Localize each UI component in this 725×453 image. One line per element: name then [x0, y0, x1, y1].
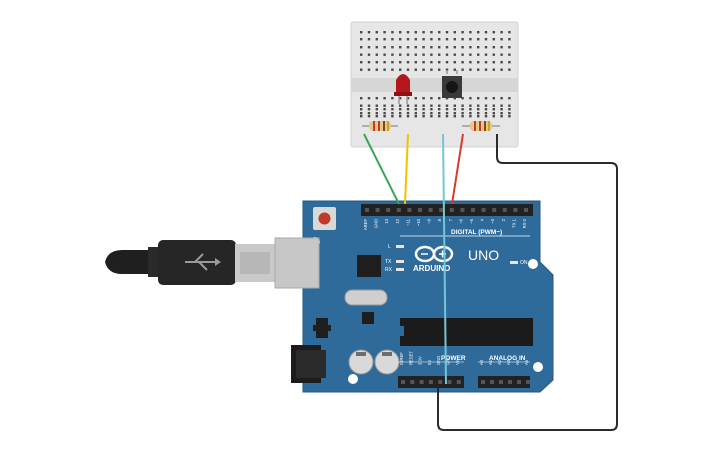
header-pin[interactable] [502, 208, 507, 212]
red-led [394, 74, 412, 104]
pin-label: 7 [448, 218, 453, 221]
pin-label: GND [374, 219, 379, 228]
header-pin[interactable] [460, 208, 465, 212]
header-pin[interactable] [407, 208, 412, 212]
resistor [462, 121, 500, 131]
header-pin[interactable] [513, 208, 518, 212]
header-pin[interactable] [375, 208, 380, 212]
pin-label: 4 [480, 218, 485, 221]
header-pin[interactable] [526, 380, 530, 384]
analog-pin-header [478, 376, 530, 388]
arduino-logo-text: ARDUINO [413, 264, 450, 273]
resistor [362, 121, 398, 131]
usb-jack [274, 237, 320, 289]
pin-label: ~6 [458, 218, 463, 223]
led-rx-indicator [396, 268, 404, 271]
header-pin[interactable] [396, 208, 401, 212]
pin-label: 8 [437, 218, 442, 221]
header-pin[interactable] [439, 208, 444, 212]
header-pin[interactable] [410, 380, 415, 384]
wire-red [451, 133, 464, 205]
digital-pin-labels: AREF GND 13 12 ~11 ~10 ~9 8 7 ~6 ~5 4 ~3 2 TX 1 RX 0 [363, 218, 527, 230]
pin-label: ~9 [427, 218, 432, 223]
analog-label: ANALOG IN [489, 355, 526, 362]
rx-label: RX [385, 267, 393, 273]
header-pin[interactable] [365, 208, 369, 212]
usb-cable [105, 240, 275, 285]
mounting-hole [528, 259, 538, 269]
header-pin[interactable] [419, 380, 424, 384]
reset-button[interactable] [313, 207, 336, 230]
wire-green [363, 133, 400, 205]
power-pin-labels: IOREF RESET 3.3V 5V GND GND Vin [399, 351, 460, 365]
usb-chip [357, 255, 381, 277]
header-pin[interactable] [456, 380, 461, 384]
led-on-indicator [510, 261, 518, 264]
breadboard [350, 21, 519, 148]
microcontroller-chip [398, 318, 533, 346]
header-pin[interactable] [386, 208, 391, 212]
model-text: UNO [468, 247, 499, 263]
pin-label: RESET [408, 351, 413, 365]
pin-label: ~10 [416, 218, 421, 226]
crystal-oscillator [344, 289, 388, 306]
header-pin[interactable] [481, 380, 485, 384]
digital-pin-header [361, 204, 533, 216]
header-pin[interactable] [438, 380, 443, 384]
header-pin[interactable] [517, 380, 521, 384]
tx-label: TX [385, 259, 392, 265]
pin-label: ~3 [490, 218, 495, 223]
arduino-logo [414, 245, 454, 263]
pin-label: GND [436, 356, 441, 365]
power-label: POWER [441, 355, 466, 362]
header-pin[interactable] [449, 208, 454, 212]
header-pin[interactable] [447, 380, 452, 384]
voltage-regulator [316, 318, 328, 338]
pin-label: 2 [501, 218, 506, 221]
header-pin[interactable] [490, 380, 494, 384]
pin-label: Vin [455, 358, 460, 365]
power-jack [291, 345, 326, 383]
pin-label: AREF [363, 219, 368, 231]
header-pin[interactable] [481, 208, 486, 212]
pin-label: 13 [384, 218, 389, 223]
pin-label: IOREF [399, 352, 404, 365]
pin-label: ~11 [405, 218, 410, 225]
header-pin[interactable] [428, 208, 433, 212]
pin-label: 5V [427, 360, 432, 365]
power-pin-header [398, 376, 464, 388]
header-pin[interactable] [471, 208, 475, 212]
header-pin[interactable] [401, 380, 405, 384]
capacitor [348, 349, 374, 375]
on-label: ON [520, 260, 528, 266]
led-tx-indicator [396, 260, 404, 263]
header-pin[interactable] [428, 380, 433, 384]
header-pin[interactable] [492, 208, 497, 212]
pin-label: GND [446, 356, 451, 365]
wire-black [437, 134, 618, 431]
header-pin[interactable] [508, 380, 512, 384]
pushbutton[interactable] [442, 70, 462, 98]
l-label: L [388, 244, 391, 250]
mounting-hole [348, 374, 358, 384]
wire-cyan [442, 133, 447, 385]
chip [362, 312, 374, 324]
digital-header-label: DIGITAL (PWM~) [451, 229, 502, 236]
pin-label: RX 0 [522, 218, 527, 228]
pin-label: 12 [395, 218, 400, 223]
mounting-hole [533, 362, 543, 372]
led-l-indicator [396, 245, 404, 248]
pin-label: 3.3V [418, 356, 423, 365]
usb-symbol-icon [185, 253, 221, 271]
pin-label: TX 1 [511, 218, 516, 228]
capacitor [374, 349, 400, 375]
pin-label: ~5 [469, 218, 474, 223]
header-pin[interactable] [499, 380, 503, 384]
wire-yellow [404, 133, 409, 205]
header-pin[interactable] [524, 208, 528, 212]
header-pin[interactable] [418, 208, 422, 212]
